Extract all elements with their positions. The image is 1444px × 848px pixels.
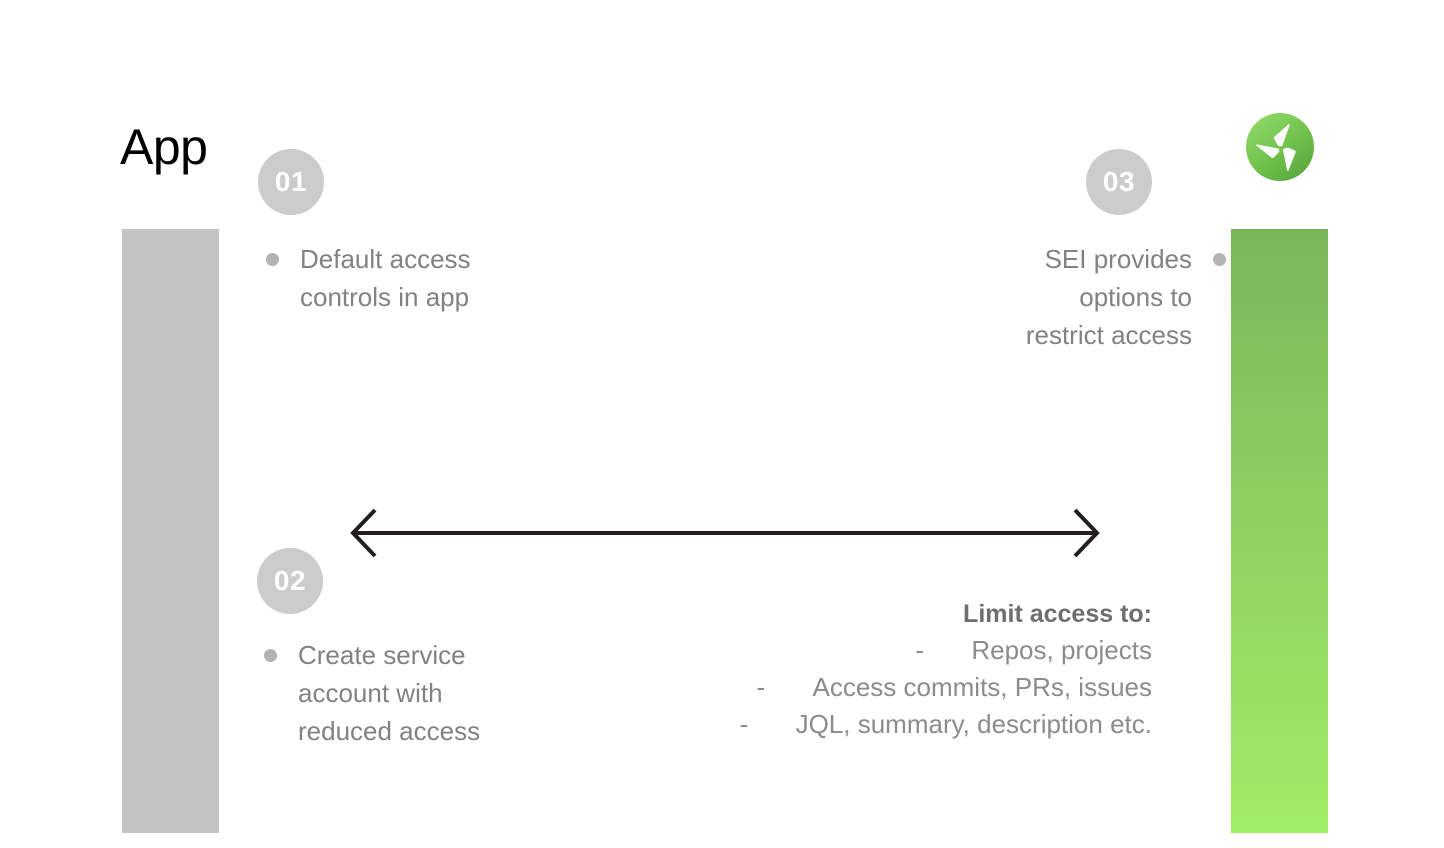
limit-access-item-label: Access commits, PRs, issues [812,672,1152,702]
step-text-line: options to [1079,282,1192,312]
bullet-dot-icon [264,649,277,662]
list-dash: - [739,709,749,739]
list-dash: - [915,635,925,665]
limit-access-item-label: Repos, projects [971,635,1152,665]
step-text-line: controls in app [300,282,470,312]
bullet-dot-icon [1213,253,1226,266]
step-text-line: Default access [300,244,471,274]
page-title: App [120,119,208,175]
sei-column-bar [1231,229,1328,833]
app-column-bar [122,229,219,833]
step-text-line: Create service [298,640,466,670]
bullet-dot-icon [266,253,279,266]
bidirectional-arrow [345,500,1105,566]
limit-access-item: - Access commits, PRs, issues [640,669,1152,706]
list-dash: - [756,672,766,702]
step-text-02: Create service account with reduced acce… [264,636,558,750]
step-text-line: account with [298,678,443,708]
step-text-03: SEI provides options to restrict access [930,240,1226,354]
limit-access-title: Limit access to: [963,600,1152,628]
step-text-line: restrict access [1025,320,1192,350]
step-badge-01: 01 [258,149,324,215]
sei-propeller-logo [1246,113,1314,181]
limit-access-item-label: JQL, summary, description etc. [795,709,1152,739]
step-text-01: Default access controls in app [266,240,560,316]
limit-access-item: - JQL, summary, description etc. [640,706,1152,743]
step-text-line: SEI provides [1044,244,1192,274]
step-badge-02: 02 [257,548,323,614]
step-badge-03: 03 [1086,149,1152,215]
limit-access-block: Limit access to: - Repos, projects - Acces… [640,596,1152,743]
limit-access-item: - Repos, projects [640,632,1152,669]
step-text-line: reduced access [298,716,481,746]
